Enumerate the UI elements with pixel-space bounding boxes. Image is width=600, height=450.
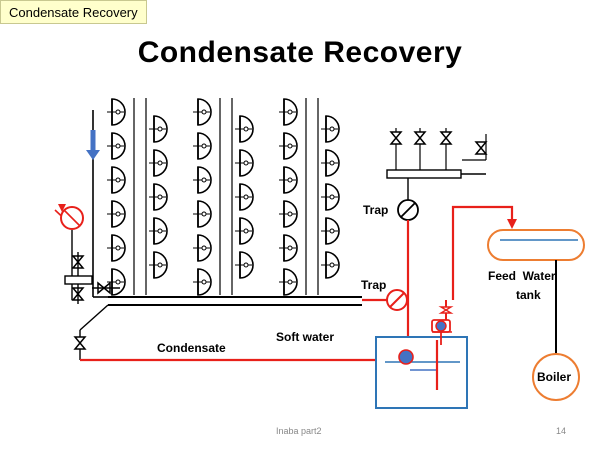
trap-top: [397, 199, 419, 300]
boiler: [532, 353, 580, 401]
return-header: [108, 296, 362, 306]
valve-icon: [438, 306, 454, 314]
trap-mid-label: Trap: [361, 278, 386, 292]
heater-bank-right: [278, 98, 340, 296]
boiler-label: Boiler: [537, 370, 571, 384]
trap-top-label: Trap: [363, 203, 388, 217]
condensate-tank: [375, 336, 468, 409]
drain-leg: [74, 304, 109, 360]
valve-icon: [475, 141, 487, 155]
heater-bank-left: [106, 98, 168, 296]
valve-icon: [74, 336, 86, 350]
heater-column-middle-a: [192, 98, 212, 296]
valve-icon: [390, 131, 402, 145]
pressure-reducing-station: [54, 204, 120, 304]
page-title: Condensate Recovery: [137, 36, 463, 69]
trap-mid: [386, 289, 408, 311]
pump-icon: [435, 320, 447, 332]
steam-supply-pipe: [86, 110, 108, 298]
page-number: 14: [556, 426, 567, 436]
reducing-valve-body: [64, 275, 93, 285]
soft-water-label: Soft water: [276, 330, 334, 344]
header-tag: Condensate Recovery: [0, 0, 147, 24]
heater-column-middle-b: [234, 115, 254, 279]
float-icon: [398, 349, 414, 365]
valve-icon: [440, 131, 452, 145]
heater-column-left-a: [106, 98, 126, 296]
manifold-header: [386, 169, 462, 179]
condensate-label: Condensate: [157, 341, 226, 355]
feed-pump: [431, 205, 517, 390]
valve-manifold-top: [386, 128, 487, 200]
feed-water-tank-label-line1: Feed Water: [488, 269, 556, 283]
feed-water-tank-label-line2: tank: [516, 288, 541, 302]
heater-bank-middle: [192, 98, 254, 296]
feed-water-tank: [487, 229, 585, 366]
footer-source: Inaba part2: [276, 426, 322, 436]
steam-flow-arrow-icon: [86, 150, 100, 160]
heater-column-right-b: [320, 115, 340, 279]
heater-column-left-b: [148, 115, 168, 279]
valve-icon: [414, 131, 426, 145]
condensate-return-line: [80, 298, 413, 365]
heater-column-right-a: [278, 98, 298, 296]
